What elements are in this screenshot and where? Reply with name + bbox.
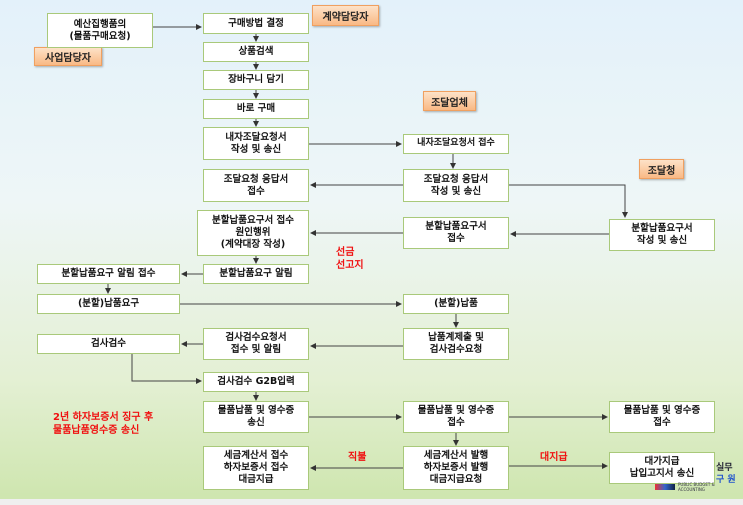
- role-supplier-badge: 조달업체: [423, 91, 476, 111]
- line: 검사검수 G2B입력: [217, 376, 295, 388]
- line: 물품납품 및 영수증: [417, 405, 495, 417]
- line: 검사검수: [91, 338, 126, 350]
- line: 장바구니 담기: [228, 74, 284, 86]
- line: 실무: [716, 463, 733, 473]
- line: 대금지급: [238, 473, 274, 485]
- g2b-input-box: 검사검수 G2B입력: [203, 372, 309, 392]
- role-contract-badge: 계약담당자: [312, 5, 379, 26]
- line: 2년 하자보증서 징구 후: [53, 412, 154, 423]
- line: 분할납품요구서: [631, 223, 693, 235]
- split-notice-box: 분할납품요구 알림: [203, 264, 309, 284]
- line: 작성 및 송신: [230, 143, 282, 155]
- logo-text: PUBLIC BUDGET & ACCOUNTING: [677, 482, 715, 492]
- line: 상품검색: [238, 46, 274, 58]
- line: 접수 및 알림: [230, 344, 282, 355]
- line: 검사검수요청서: [225, 332, 287, 344]
- inspection-box: 검사검수: [37, 334, 180, 354]
- line: 분할납품요구서 접수: [212, 215, 294, 227]
- line: 대금지급요청: [429, 473, 483, 485]
- line: 하자보증서 발행: [423, 462, 489, 474]
- role-business-badge: 사업담당자: [34, 47, 102, 66]
- line: 접수: [447, 233, 465, 244]
- line: 조달요청 응답서: [223, 173, 289, 185]
- line: 작성 및 송신: [430, 185, 482, 197]
- line: 대가지급: [644, 456, 680, 468]
- purchase-method-box: 구매방법 결정: [203, 13, 309, 34]
- line: 구매방법 결정: [228, 17, 284, 29]
- line: 물품납품 및 영수증: [217, 405, 295, 417]
- line: 세금계산서 접수: [223, 450, 289, 462]
- line: 세금계산서 발행: [423, 450, 489, 462]
- line: 예산집행품의: [73, 18, 127, 30]
- buy-now-box: 바로 구매: [203, 99, 309, 119]
- direct-payment-label: 직불: [348, 452, 367, 463]
- line: 내자조달요청서 접수: [417, 138, 495, 149]
- line: 송신: [247, 417, 265, 428]
- line: 물품납품영수증 송신: [53, 425, 140, 436]
- line: 분할납품요구서: [425, 221, 487, 233]
- line: 분할납품요구 알림 접수: [61, 268, 156, 280]
- line: (계약대장 작성): [220, 238, 286, 250]
- line: 납입고지서 송신: [629, 468, 695, 479]
- product-search-box: 상품검색: [203, 42, 309, 62]
- delivery-request-box: (분할)납품요구: [37, 294, 180, 314]
- line: 분할납품요구 알림: [219, 268, 293, 280]
- line: 조달요청 응답서: [423, 173, 489, 185]
- line: 접수: [447, 417, 465, 428]
- request-receive-box: 내자조달요청서 접수: [403, 134, 509, 154]
- logo: PUBLIC BUDGET & ACCOUNTING: [655, 482, 743, 492]
- line: 내자조달요청서: [225, 131, 287, 143]
- line: (분할)납품: [434, 298, 478, 310]
- proxy-payment-label: 대지급: [540, 452, 568, 463]
- role-pps-badge: 조달청: [639, 159, 684, 179]
- line: 바로 구매: [236, 103, 276, 115]
- budget-request-box: 예산집행품의(물품구매요청): [47, 13, 153, 48]
- line: 선고지: [336, 260, 364, 271]
- line: 구 원: [716, 474, 736, 485]
- line: 작성 및 송신: [636, 235, 688, 246]
- split-notice-receive-box: 분할납품요구 알림 접수: [37, 264, 180, 284]
- line: (물품구매요청): [69, 30, 131, 42]
- delivery-box: (분할)납품: [403, 294, 509, 314]
- bottom-strip: [0, 499, 743, 505]
- line: 원인행위: [235, 227, 271, 239]
- logo-mark-icon: [655, 484, 675, 490]
- line: 하자보증서 접수: [223, 462, 289, 474]
- line: 접수: [653, 417, 671, 428]
- line: 선금: [336, 247, 355, 258]
- line: 검사검수요청: [429, 344, 483, 355]
- line: 물품납품 및 영수증: [623, 405, 701, 417]
- cart-box: 장바구니 담기: [203, 70, 309, 90]
- line: (분할)납품요구: [77, 298, 140, 310]
- line: 접수: [247, 185, 265, 197]
- line: 납품계제출 및: [428, 332, 484, 344]
